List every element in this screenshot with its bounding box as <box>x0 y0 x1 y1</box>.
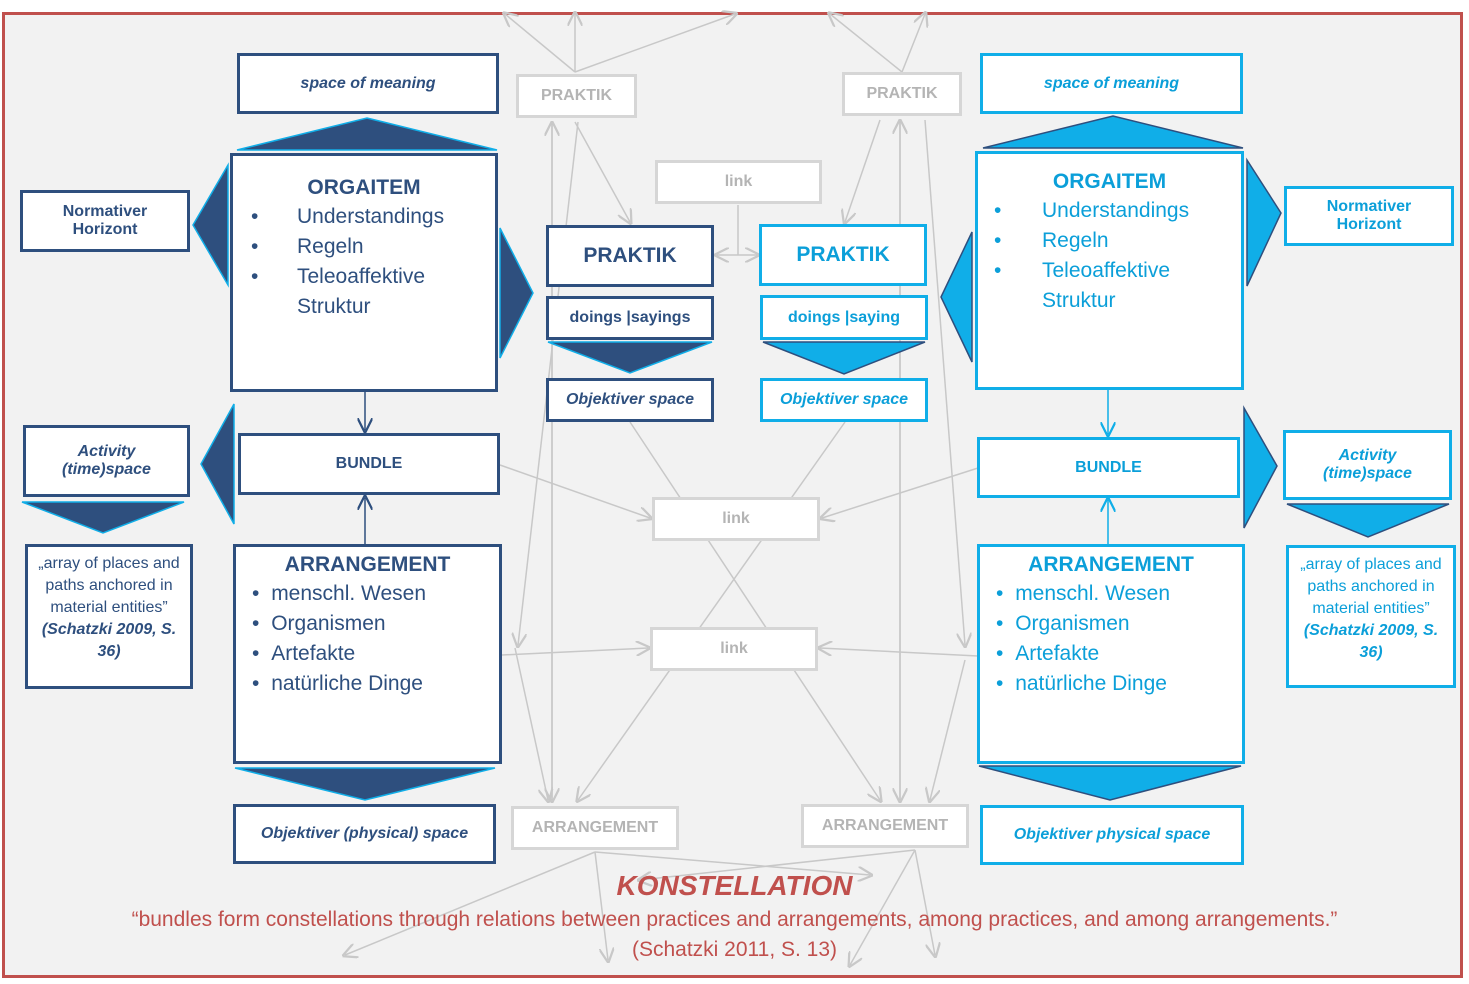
quote-text: „array of places and paths anchored in m… <box>1300 556 1442 617</box>
right-praktik: PRAKTIK <box>759 224 927 286</box>
activity-label: Activity (time)space <box>1323 447 1412 482</box>
list-item: • Artefakte <box>996 642 1100 665</box>
left-activity-timespace: Activity (time)space <box>23 425 190 497</box>
orgaitem-title: ORGAITEM <box>1052 170 1167 193</box>
konstellation-source: (Schatzki 2011, S. 13) <box>631 938 838 961</box>
left-orgaitem: ORGAITEM •Understandings •Regeln •Teleoa… <box>230 153 498 392</box>
right-orgaitem: ORGAITEM •Understandings •Regeln •Teleoa… <box>975 151 1244 390</box>
normativer-horizont-label: Normativer Horizont <box>62 203 148 238</box>
normativer-horizont-label: Normativer Horizont <box>1326 198 1412 233</box>
left-doings-sayings: doings |sayings <box>546 296 714 340</box>
list-item: •Regeln <box>251 235 364 258</box>
grey-arrangement-left: ARRANGEMENT <box>511 806 679 850</box>
right-activity-timespace: Activity (time)space <box>1283 430 1452 500</box>
grey-arrangement-right: ARRANGEMENT <box>801 804 969 848</box>
grey-praktik-left: PRAKTIK <box>516 74 637 118</box>
left-arrangement: ARRANGEMENT • menschl. Wesen • Organisme… <box>233 544 502 764</box>
orgaitem-list: •Understandings •Regeln •Teleoaffektive … <box>994 196 1221 316</box>
list-item: • Artefakte <box>252 642 356 665</box>
arrangement-list: • menschl. Wesen • Organismen • Artefakt… <box>996 579 1226 699</box>
right-bundle: BUNDLE <box>977 437 1240 498</box>
list-item: •Understandings <box>994 199 1190 222</box>
left-quote: „array of places and paths anchored in m… <box>25 544 193 689</box>
left-bundle: BUNDLE <box>238 433 500 495</box>
link-low: link <box>650 627 818 671</box>
list-item: • natürliche Dinge <box>252 672 423 695</box>
orgaitem-title: ORGAITEM <box>307 176 421 199</box>
link-mid: link <box>652 497 820 541</box>
right-physical-space: Objektiver physical space <box>980 805 1244 865</box>
orgaitem-list: •Understandings •Regeln •Teleoaffektive … <box>251 202 475 322</box>
right-doings-saying: doings |saying <box>760 295 928 340</box>
activity-label: Activity (time)space <box>62 443 151 478</box>
quote-text: „array of places and paths anchored in m… <box>38 555 180 616</box>
konstellation-quote: “bundles form constellations through rel… <box>131 908 1338 931</box>
left-praktik: PRAKTIK <box>546 225 714 287</box>
list-item: • menschl. Wesen <box>996 582 1171 605</box>
left-objektiver-space: Objektiver space <box>546 378 714 422</box>
list-item: •Understandings <box>251 205 445 228</box>
konstellation-title: KONSTELLATION <box>616 870 853 901</box>
quote-source: (Schatzki 2009, S. 36) <box>41 621 177 660</box>
list-item: • natürliche Dinge <box>996 672 1167 695</box>
list-item: •Regeln <box>994 229 1109 252</box>
quote-source: (Schatzki 2009, S. 36) <box>1303 622 1439 661</box>
grey-praktik-right: PRAKTIK <box>842 72 962 116</box>
right-space-of-meaning: space of meaning <box>980 53 1243 114</box>
right-normativer-horizont: Normativer Horizont <box>1284 186 1454 246</box>
right-quote: „array of places and paths anchored in m… <box>1286 545 1456 688</box>
right-arrangement: ARRANGEMENT • menschl. Wesen • Organisme… <box>977 544 1245 764</box>
list-item: •Teleoaffektive Struktur <box>251 265 426 318</box>
arrangement-title: ARRANGEMENT <box>1028 553 1194 576</box>
list-item: •Teleoaffektive Struktur <box>994 259 1171 312</box>
list-item: • Organismen <box>252 612 386 635</box>
left-normativer-horizont: Normativer Horizont <box>20 190 190 252</box>
link-top: link <box>655 160 822 204</box>
left-physical-space: Objektiver (physical) space <box>233 804 496 864</box>
arrangement-title: ARRANGEMENT <box>284 553 451 576</box>
arrangement-list: • menschl. Wesen • Organismen • Artefakt… <box>252 579 483 699</box>
left-space-of-meaning: space of meaning <box>237 53 499 114</box>
list-item: • Organismen <box>996 612 1130 635</box>
list-item: • menschl. Wesen <box>252 582 427 605</box>
right-objektiver-space: Objektiver space <box>760 378 928 422</box>
